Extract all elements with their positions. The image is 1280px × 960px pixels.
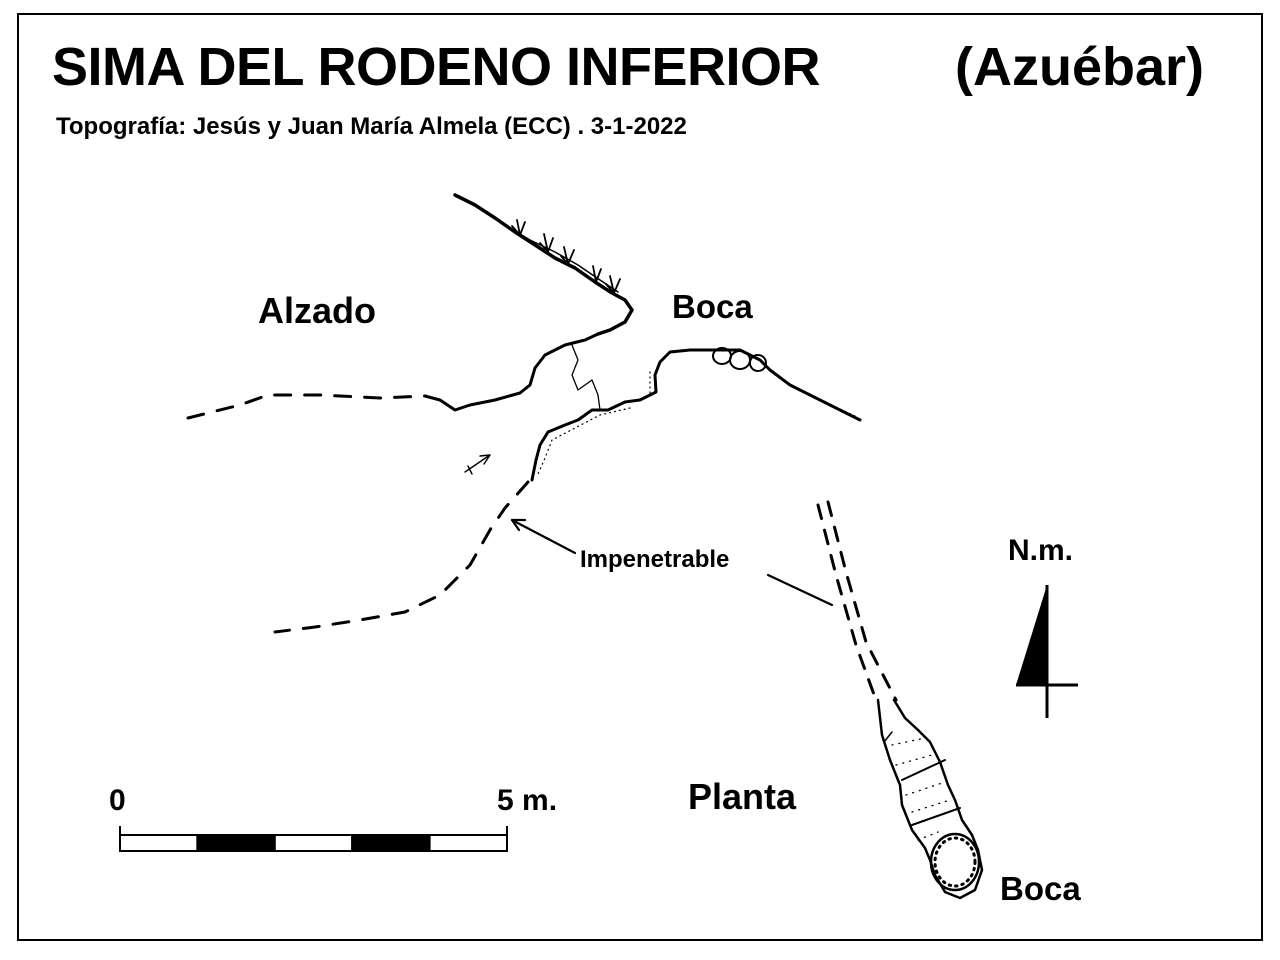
map-title: SIMA DEL RODENO INFERIOR: [52, 37, 821, 97]
elevation-dashed-lower: [273, 480, 530, 634]
shaft-right-wall: [530, 348, 862, 482]
label-boca-elevation: Boca: [672, 288, 753, 325]
scale-segment-1: [119, 834, 199, 852]
leader-left: [510, 518, 577, 555]
scale-segment-3: [273, 834, 354, 852]
plan-chamber-divider-2: [911, 807, 961, 826]
plan-small-arrow: [883, 731, 893, 743]
surface-slope-upper: [453, 193, 634, 336]
plan-passage-outline: [876, 698, 984, 900]
scale-segment-5: [428, 834, 509, 852]
shaft-left-wall: [423, 332, 600, 412]
shaft-right-wall-stipple: [537, 365, 856, 475]
map-region: (Azuébar): [955, 37, 1205, 97]
impenetrable-leaders: [510, 518, 834, 607]
elevation-dashed-upper: [186, 393, 427, 420]
plan-boca-mouth-ticks: [933, 836, 977, 888]
plan-dashed-left: [816, 503, 878, 702]
label-boca-plan: Boca: [1000, 870, 1081, 907]
boulder-3: [749, 354, 767, 372]
leader-right: [766, 573, 834, 607]
map-frame: [17, 13, 1263, 941]
elevation-section: [186, 193, 862, 634]
surface-slope-upper-inner: [504, 224, 619, 293]
plan-chamber-divider-1: [901, 759, 946, 781]
grass-tuft-icon: [511, 219, 621, 294]
scale-bar: [119, 826, 509, 852]
elevation-direction-arrow: [464, 454, 491, 475]
north-arrow-icon: [1016, 585, 1078, 718]
plan-dashed-right: [826, 500, 898, 702]
label-north-magnetic: N.m.: [1008, 534, 1074, 567]
map-credits: Topografía: Jesús y Juan María Almela (E…: [56, 113, 687, 140]
plan-boca-mouth: [929, 832, 981, 892]
label-impenetrable: Impenetrable: [580, 546, 730, 573]
label-planta: Planta: [688, 776, 797, 817]
leader-left-head: [510, 518, 527, 532]
scale-segment-2: [196, 834, 276, 852]
shaft-crack: [571, 344, 601, 411]
plan-section: [816, 500, 984, 900]
scale-segment-4: [351, 834, 431, 852]
scale-end-label: 5 m.: [497, 784, 558, 817]
plan-stipple: [891, 737, 951, 841]
label-alzado: Alzado: [258, 290, 377, 331]
scale-start-label: 0: [109, 784, 126, 817]
boulder-2: [729, 350, 751, 370]
